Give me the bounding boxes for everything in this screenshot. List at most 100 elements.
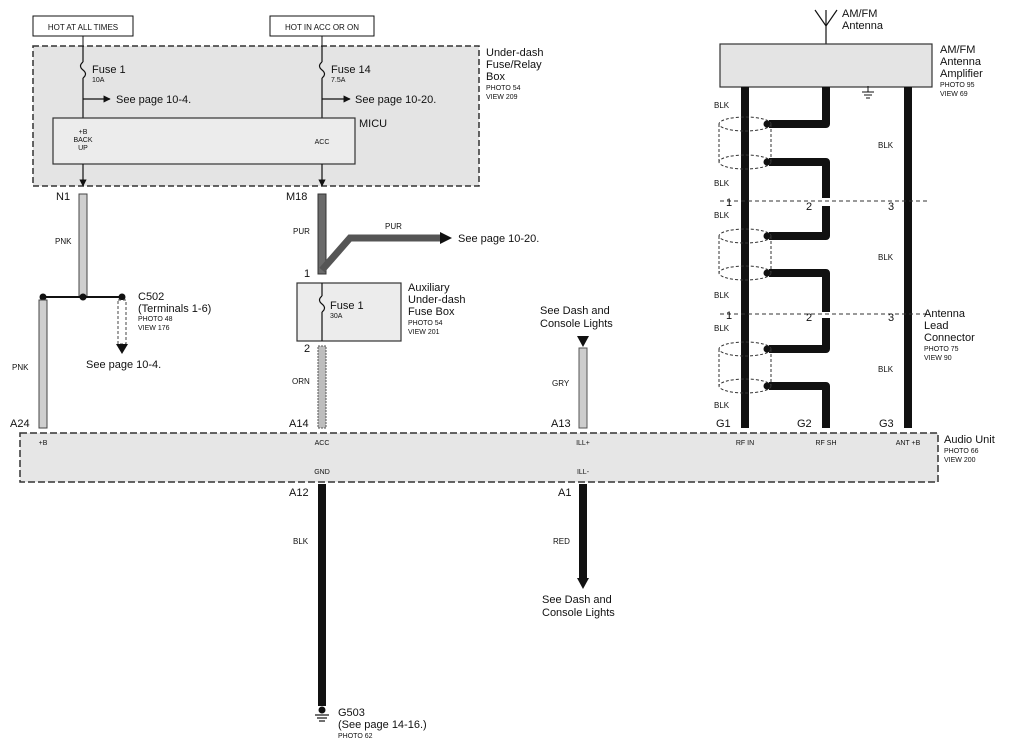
hot-in-acc-label: HOT IN ACC OR ON — [269, 15, 375, 37]
c502-view: VIEW 176 — [138, 325, 170, 332]
wire-orn — [317, 345, 327, 429]
svg-text:UP: UP — [78, 145, 88, 152]
connector-2: 1 2 3 — [720, 310, 930, 324]
wire-blk-ground — [318, 484, 326, 706]
svg-text:+B: +B — [79, 129, 88, 136]
underdash-box-name-1: Under-dash — [486, 47, 543, 59]
svg-text:Fuse 1: Fuse 1 — [92, 64, 126, 76]
svg-text:ACC: ACC — [315, 139, 330, 146]
svg-text:30A: 30A — [330, 313, 343, 320]
svg-text:+B: +B — [39, 440, 48, 447]
antenna-name-2: Antenna — [842, 20, 884, 32]
c502-terminals: (Terminals 1-6) — [138, 303, 211, 315]
aux-box-name-1: Auxiliary — [408, 282, 450, 294]
svg-text:ANT +B: ANT +B — [896, 440, 921, 447]
c502-photo: PHOTO 48 — [138, 316, 173, 323]
c502-name: C502 — [138, 291, 164, 303]
wire-pur — [317, 193, 327, 275]
svg-text:7.5A: 7.5A — [331, 77, 346, 84]
lead-connector-name-2: Lead — [924, 320, 948, 332]
svg-text:1: 1 — [726, 197, 732, 209]
wire-blk-label-5: BLK — [714, 324, 730, 333]
antenna-name-1: AM/FM — [842, 8, 877, 20]
antenna-amplifier — [719, 43, 933, 88]
svg-text:HOT IN ACC OR ON: HOT IN ACC OR ON — [285, 23, 359, 32]
wire-pnk-a24 — [38, 299, 48, 429]
svg-text:3: 3 — [888, 312, 894, 324]
wire-blk-label-9: BLK — [878, 365, 894, 374]
amp-name-3: Amplifier — [940, 68, 983, 80]
svg-text:Fuse 14: Fuse 14 — [331, 64, 371, 76]
svg-text:BACK: BACK — [73, 137, 92, 144]
svg-text:GND: GND — [314, 469, 330, 476]
wire-blk-label-1: BLK — [714, 101, 730, 110]
antenna-icon — [814, 9, 838, 44]
audio-unit-photo: PHOTO 66 — [944, 448, 979, 455]
wire-rf-in — [741, 87, 749, 428]
svg-text:ILL+: ILL+ — [576, 440, 590, 447]
g503-name: G503 — [338, 707, 365, 719]
wire-blk-label-2: BLK — [714, 179, 730, 188]
wire-gry — [578, 347, 588, 429]
pin-g3: G3 — [879, 418, 894, 430]
pin-a12: A12 — [289, 487, 309, 499]
fuse-14: Fuse 14 7.5A — [318, 46, 371, 118]
wire-pnk-n1 — [78, 193, 88, 297]
pin-m18: M18 — [286, 191, 307, 203]
svg-text:10A: 10A — [92, 77, 105, 84]
aux-box-name-3: Fuse Box — [408, 306, 455, 318]
wire-red-label: RED — [553, 537, 570, 546]
pin-a24: A24 — [10, 418, 30, 430]
pur-ref: See page 10-20. — [458, 233, 539, 245]
wire-ant-b — [904, 87, 912, 428]
dash-lights-top-1: See Dash and — [540, 305, 610, 317]
amp-name-2: Antenna — [940, 56, 982, 68]
pin-g1: G1 — [716, 418, 731, 430]
pin-g2: G2 — [797, 418, 812, 430]
fuse-1-ref: See page 10-4. — [116, 94, 191, 106]
svg-text:3: 3 — [888, 201, 894, 213]
pin-n1: N1 — [56, 191, 70, 203]
dash-lights-bottom-2: Console Lights — [542, 607, 615, 619]
lead-connector-name-1: Antenna — [924, 308, 966, 320]
lead-connector-photo: PHOTO 75 — [924, 346, 959, 353]
underdash-box-view: VIEW 209 — [486, 94, 518, 101]
underdash-box-name-3: Box — [486, 71, 505, 83]
audio-unit — [19, 432, 939, 483]
svg-text:ILL-: ILL- — [577, 469, 590, 476]
amp-photo: PHOTO 95 — [940, 82, 975, 89]
underdash-box-photo: PHOTO 54 — [486, 85, 521, 92]
ground-icon — [862, 86, 874, 99]
fuse-1: Fuse 1 10A — [79, 46, 126, 118]
wire-pnk-label: PNK — [55, 237, 72, 246]
dash-lights-top-2: Console Lights — [540, 318, 613, 330]
audio-unit-name: Audio Unit — [944, 434, 995, 446]
wire-orn-label: ORN — [292, 377, 310, 386]
rf-shield-wire — [769, 87, 830, 428]
hot-at-all-times-label: HOT AT ALL TIMES — [32, 15, 134, 37]
amp-name-1: AM/FM — [940, 44, 975, 56]
micu-name: MICU — [359, 118, 387, 130]
svg-text:2: 2 — [806, 201, 812, 213]
svg-text:Fuse 1: Fuse 1 — [330, 300, 364, 312]
dash-lights-bottom-1: See Dash and — [542, 594, 612, 606]
wire-blk-ground-label: BLK — [293, 537, 309, 546]
pin-a13: A13 — [551, 418, 571, 430]
aux-fuse-box — [296, 282, 402, 342]
wire-blk-label-4: BLK — [714, 291, 730, 300]
wire-pur-branch-label: PUR — [385, 222, 402, 231]
svg-text:RF SH: RF SH — [816, 440, 837, 447]
aux-box-view: VIEW 201 — [408, 329, 440, 336]
pin-a14: A14 — [289, 418, 309, 430]
ground-icon — [315, 706, 329, 722]
aux-pin-1: 1 — [304, 268, 310, 280]
fuse-14-ref: See page 10-20. — [355, 94, 436, 106]
audio-unit-view: VIEW 200 — [944, 457, 976, 464]
wire-blk-label-6: BLK — [714, 401, 730, 410]
svg-text:RF IN: RF IN — [736, 440, 754, 447]
wire-pur-label: PUR — [293, 227, 310, 236]
svg-text:2: 2 — [806, 312, 812, 324]
g503-photo: PHOTO 62 — [338, 733, 373, 740]
lead-connector-name-3: Connector — [924, 332, 975, 344]
